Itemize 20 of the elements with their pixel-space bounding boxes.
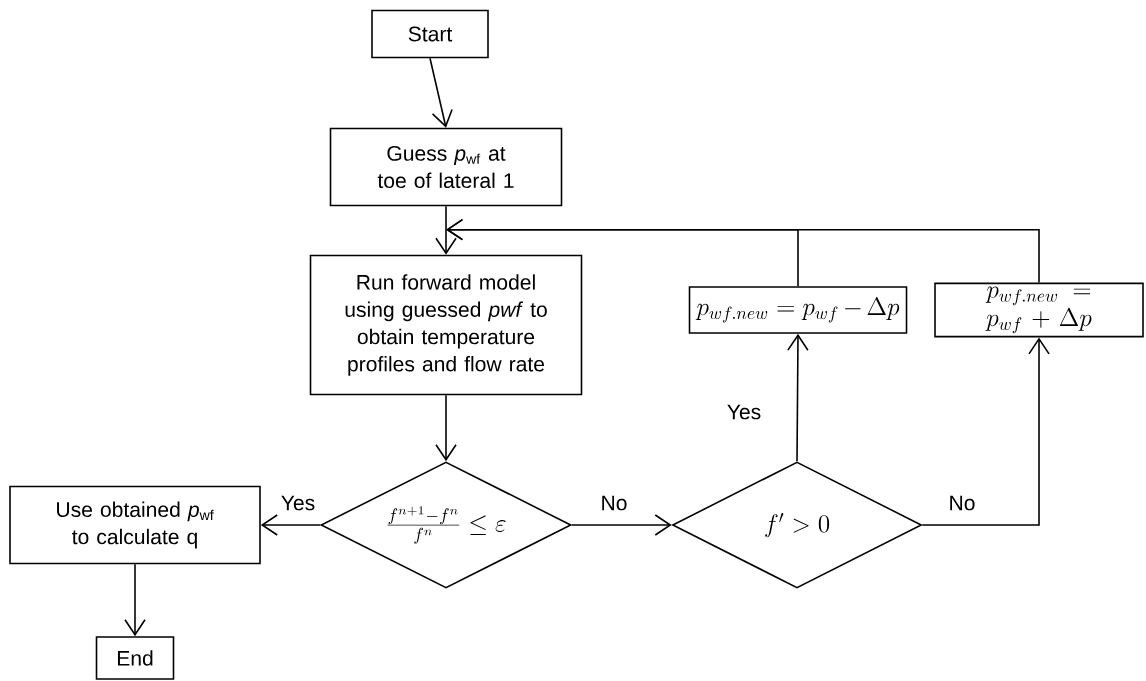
edge-label: No — [598, 493, 630, 513]
arrow — [446, 218, 1040, 284]
process-box: Use obtained p$_{wf}$ to calculate q — [9, 485, 261, 565]
arrow — [571, 514, 672, 536]
arrow — [260, 514, 321, 536]
arrow — [124, 563, 146, 637]
arrow — [435, 205, 457, 255]
process-box: Start — [371, 9, 489, 59]
edge-label: No — [946, 493, 978, 513]
arrow — [787, 333, 809, 462]
process-box: $p_{wf.new} = p_{wf} - \Delta p$ — [688, 286, 908, 334]
arrow — [435, 394, 457, 462]
process-box: Run forward model using guessed pwf to obtain temperature profiles and flow rate — [309, 254, 583, 396]
arrow — [429, 57, 453, 128]
arrow — [921, 337, 1050, 526]
edge-label: Yes — [279, 493, 317, 513]
process-box: $p_{wf.new} = p_{wf} + \Delta p$ — [934, 282, 1144, 338]
process-box: End — [95, 636, 175, 680]
edge-label: Yes — [725, 402, 763, 422]
process-box: Guess p$_{wf}$ at toe of lateral 1 — [329, 127, 563, 207]
